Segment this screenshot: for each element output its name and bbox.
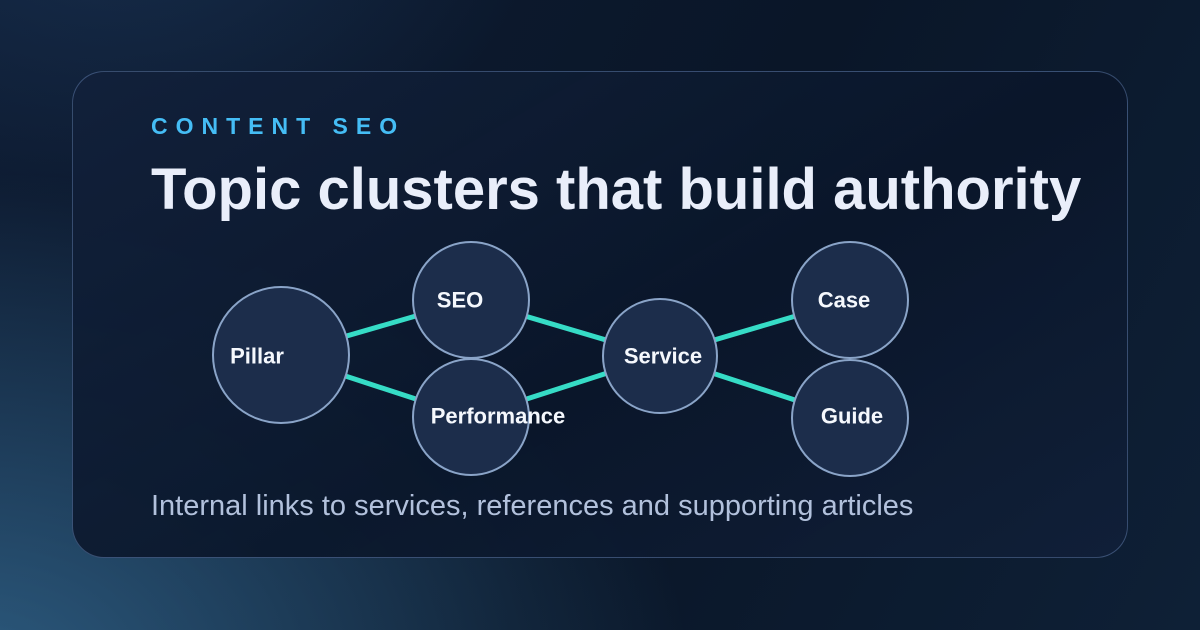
page-title: Topic clusters that build authority bbox=[151, 157, 1082, 222]
eyebrow-label: CONTENT SEO bbox=[151, 113, 406, 139]
node-pillar-circle bbox=[212, 286, 350, 424]
node-performance-circle bbox=[412, 358, 530, 476]
node-seo-label: SEO bbox=[437, 288, 483, 313]
node-guide-label: Guide bbox=[821, 404, 883, 429]
node-guide-circle bbox=[791, 359, 909, 477]
node-pillar-label: Pillar bbox=[230, 344, 284, 369]
node-service-label: Service bbox=[624, 344, 702, 369]
content-card: CONTENT SEO Topic clusters that build au… bbox=[72, 71, 1128, 558]
topic-cluster-diagram: Pillar SEO Performance Service Case Guid… bbox=[212, 241, 909, 477]
node-service-circle bbox=[602, 298, 718, 414]
node-performance-label: Performance bbox=[431, 404, 566, 429]
subtitle-text: Internal links to services, references a… bbox=[151, 490, 914, 522]
node-case-label: Case bbox=[818, 288, 871, 313]
node-case-circle bbox=[791, 241, 909, 359]
